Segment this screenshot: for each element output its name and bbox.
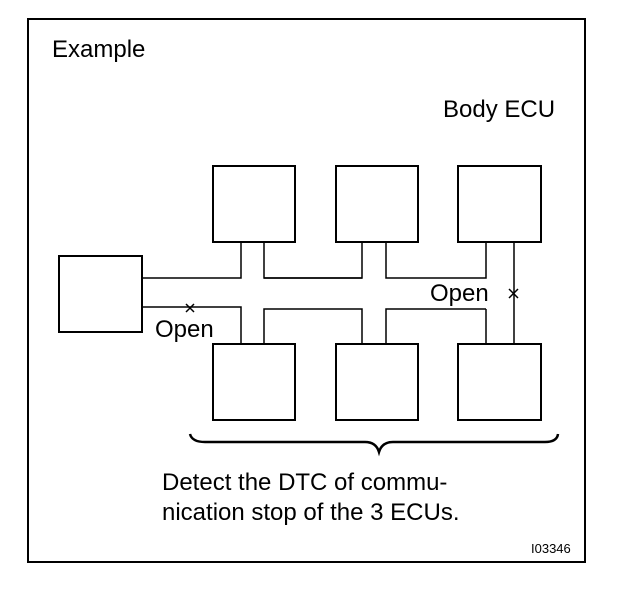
bus-line-upper [143,243,487,279]
ecu-left [58,255,143,333]
open-label-right: Open [430,280,489,307]
ecu-bottom-3 [457,343,542,421]
ecu-top-2 [335,165,419,243]
caption-line-1: Detect the DTC of commu- [162,469,448,496]
diagram-caption: Detect the DTC of commu- nication stop o… [162,468,460,528]
caption-line-2: nication stop of the 3 ECUs. [162,499,460,526]
open-label-left: Open [155,316,214,343]
body-ecu [457,165,542,243]
bus-line-lower [143,306,487,343]
ecu-bottom-1 [212,343,296,421]
ecu-bottom-2 [335,343,419,421]
ecu-top-1 [212,165,296,243]
open-break-right-icon [508,288,519,299]
body-ecu-label: Body ECU [443,96,556,123]
open-break-left-icon [185,303,195,313]
curly-brace [188,433,560,457]
diagram-title: Example [52,36,146,63]
figure-code: I03346 [531,541,571,556]
